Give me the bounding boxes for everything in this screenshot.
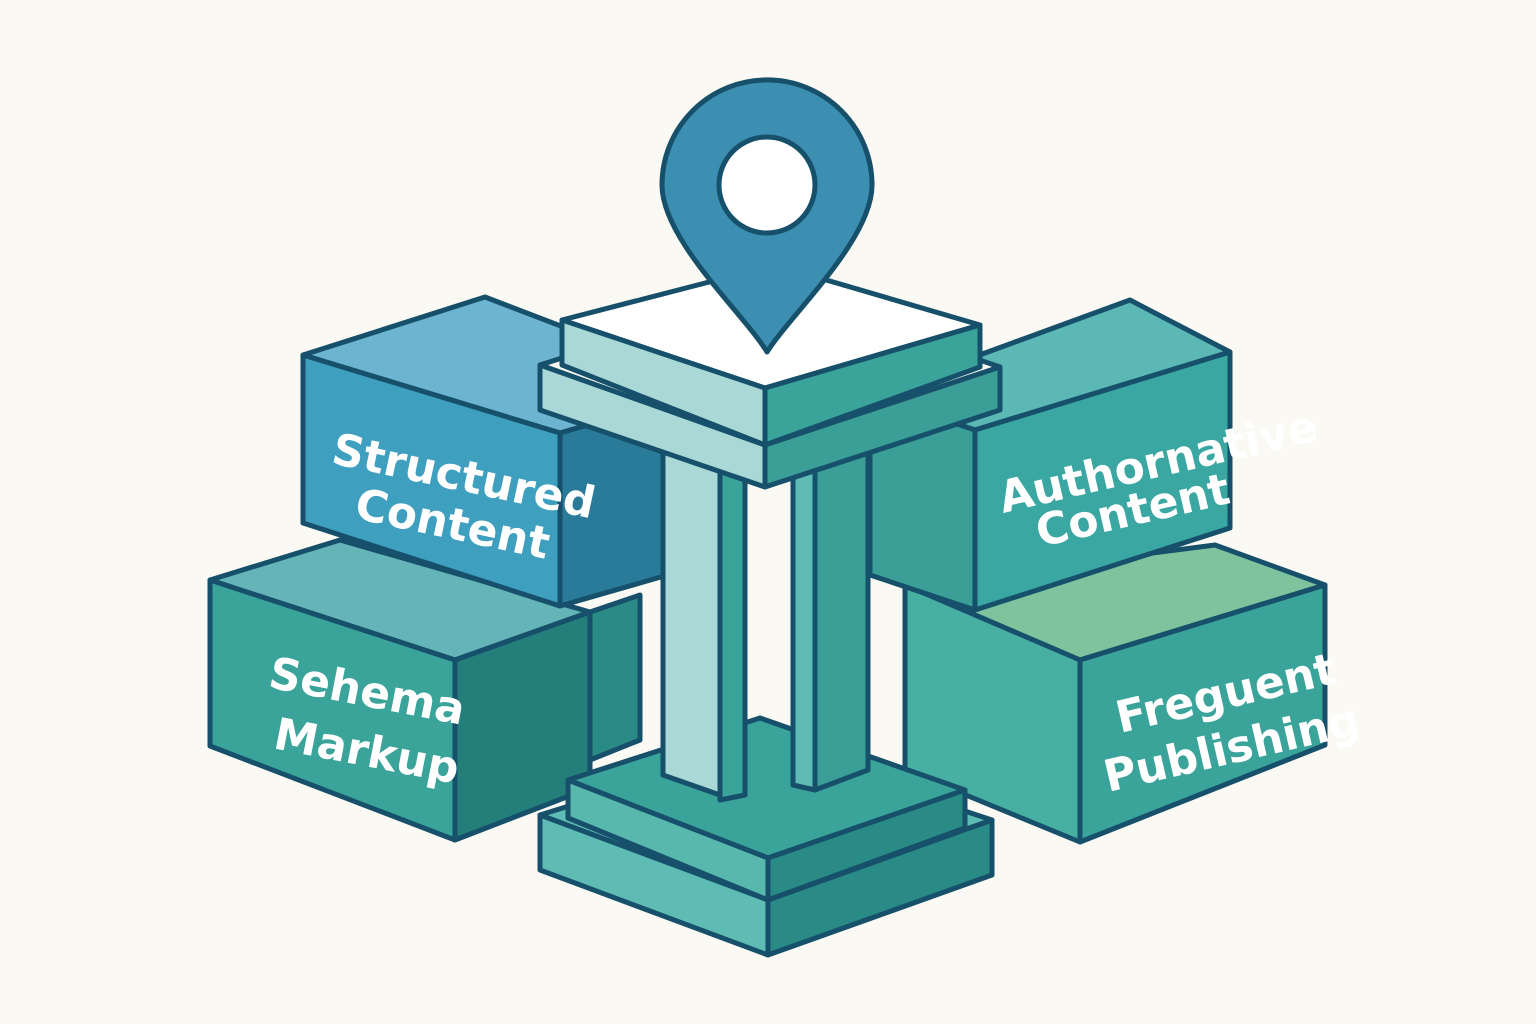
schema-markup-block (207, 537, 643, 843)
location-pin-icon (659, 77, 875, 355)
